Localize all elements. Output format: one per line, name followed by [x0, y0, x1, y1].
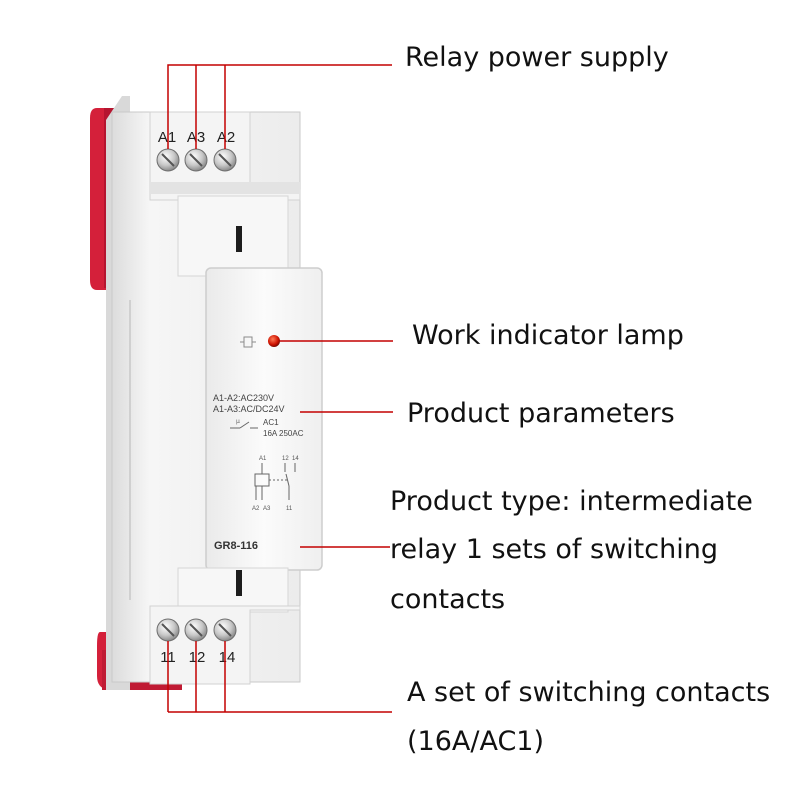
terminal-label-a1: A1 [158, 129, 176, 146]
terminal-label-a2: A2 [217, 129, 235, 146]
terminal-label-12: 12 [189, 649, 206, 666]
relay-coil-icon [240, 336, 256, 348]
spec-line-2: A1-A3:AC/DC24V [213, 404, 285, 414]
svg-text:μ: μ [236, 418, 240, 425]
callout-product-type-line-1: Product type: intermediate [390, 486, 753, 517]
schematic-label-a2: A2 [252, 506, 260, 512]
bottom-terminals: 11 12 14 [156, 618, 237, 666]
terminal-screw-a2[interactable] [213, 148, 237, 172]
terminal-screw-12[interactable] [184, 618, 208, 642]
callout-product-type-line-3: contacts [390, 584, 506, 615]
front-panel: A1-A2:AC230V A1-A3:AC/DC24V μ AC1 16A 25… [213, 335, 304, 552]
terminal-screw-a3[interactable] [184, 148, 208, 172]
leader-contacts [167, 641, 392, 713]
terminal-screw-a1[interactable] [156, 148, 180, 172]
spec-line-1: A1-A2:AC230V [213, 393, 274, 403]
rating-label: 16A 250AC [263, 429, 304, 438]
terminal-screw-11[interactable] [156, 618, 180, 642]
terminal-label-14: 14 [219, 649, 236, 666]
category-label: AC1 [263, 418, 279, 427]
leader-power-supply [167, 64, 392, 149]
schematic-label-11: 11 [286, 506, 293, 512]
schematic-label-12: 12 [282, 456, 289, 462]
callout-contacts-line-2: (16A/AC1) [407, 726, 545, 757]
terminal-screw-14[interactable] [213, 618, 237, 642]
schematic-label-a1: A1 [259, 456, 267, 462]
model-number: GR8-116 [214, 540, 258, 552]
leader-lines [167, 64, 393, 713]
callout-contacts-line-1: A set of switching contacts [407, 677, 771, 708]
callout-parameters: Product parameters [407, 398, 675, 429]
wiring-schematic: A1 12 14 A2 A3 11 [252, 456, 299, 512]
contact-symbol-icon: μ [230, 418, 258, 429]
callout-indicator-lamp: Work indicator lamp [412, 320, 684, 351]
schematic-label-a3: A3 [263, 506, 271, 512]
callout-product-type-line-2: relay 1 sets of switching [390, 534, 718, 565]
callout-power-supply: Relay power supply [405, 42, 669, 73]
work-indicator-led [268, 335, 280, 347]
schematic-label-14: 14 [292, 456, 299, 462]
